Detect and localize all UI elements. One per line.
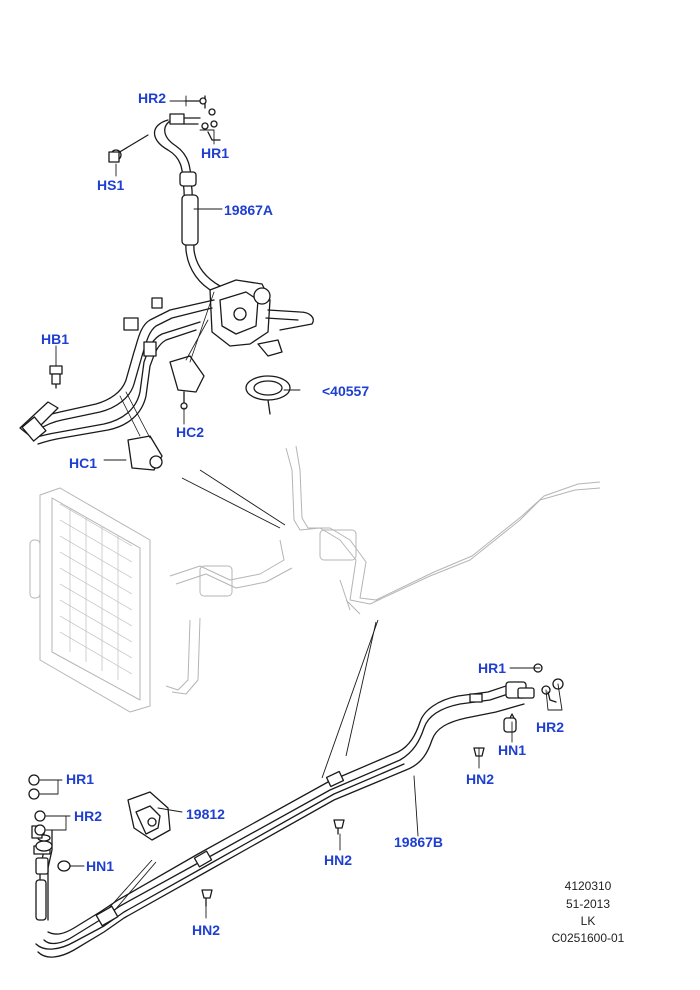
label-hc1: HC1 bbox=[69, 455, 98, 471]
label-hn1-right: HN1 bbox=[498, 742, 527, 758]
label-40557: <40557 bbox=[322, 383, 370, 399]
upper-hose-assembly bbox=[19, 95, 314, 471]
label-hr2-left: HR2 bbox=[74, 808, 103, 824]
label-hr2-right: HR2 bbox=[536, 719, 565, 735]
label-hr2-top: HR2 bbox=[138, 90, 167, 106]
label-hs1: HS1 bbox=[97, 177, 125, 193]
label-hn1-left: HN1 bbox=[86, 858, 115, 874]
label-19867b: 19867B bbox=[394, 834, 444, 850]
label-hc2: HC2 bbox=[176, 424, 205, 440]
meta-ref: C0251600-01 bbox=[551, 931, 625, 945]
label-19812: 19812 bbox=[186, 806, 225, 822]
label-hn2-bottom: HN2 bbox=[192, 922, 221, 938]
label-hr1-top: HR1 bbox=[201, 145, 230, 161]
label-hr1-left: HR1 bbox=[66, 771, 95, 787]
label-hn2-right: HN2 bbox=[466, 771, 495, 787]
label-hr1-right: HR1 bbox=[478, 660, 507, 676]
lower-pipe-assembly bbox=[28, 95, 564, 958]
label-19867a: 19867A bbox=[224, 202, 274, 218]
meta-code: 4120310 bbox=[564, 879, 612, 893]
meta-market: LK bbox=[580, 914, 596, 928]
label-hn2-center: HN2 bbox=[324, 852, 353, 868]
context-vehicle-ghost bbox=[29, 445, 601, 713]
meta-date: 51-2013 bbox=[565, 897, 611, 911]
label-hb1: HB1 bbox=[41, 331, 70, 347]
